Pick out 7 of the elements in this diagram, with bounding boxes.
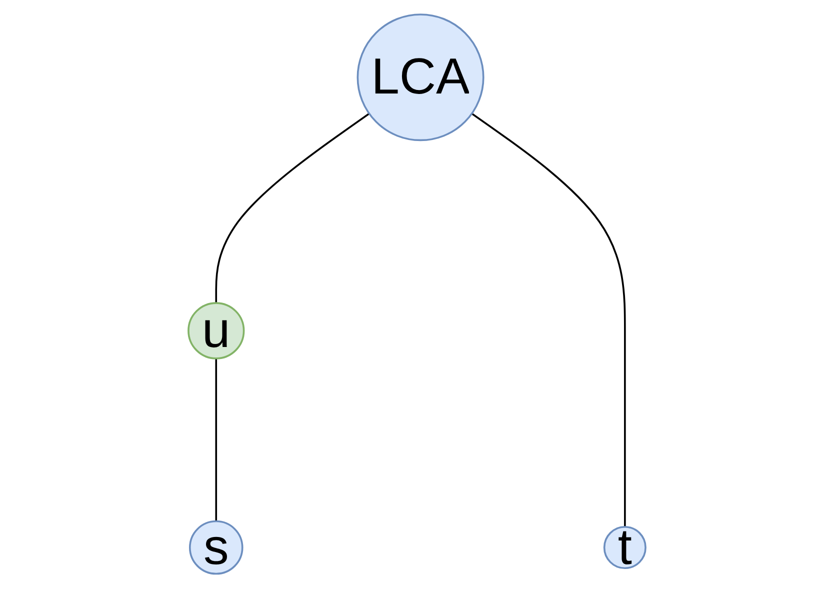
node-circle: s [188,520,244,575]
node-circle: LCA [356,14,484,142]
connector [215,358,218,522]
connector [215,112,370,304]
node-circle: t [603,526,646,570]
node-circle: u [188,302,245,360]
connector [471,112,626,527]
